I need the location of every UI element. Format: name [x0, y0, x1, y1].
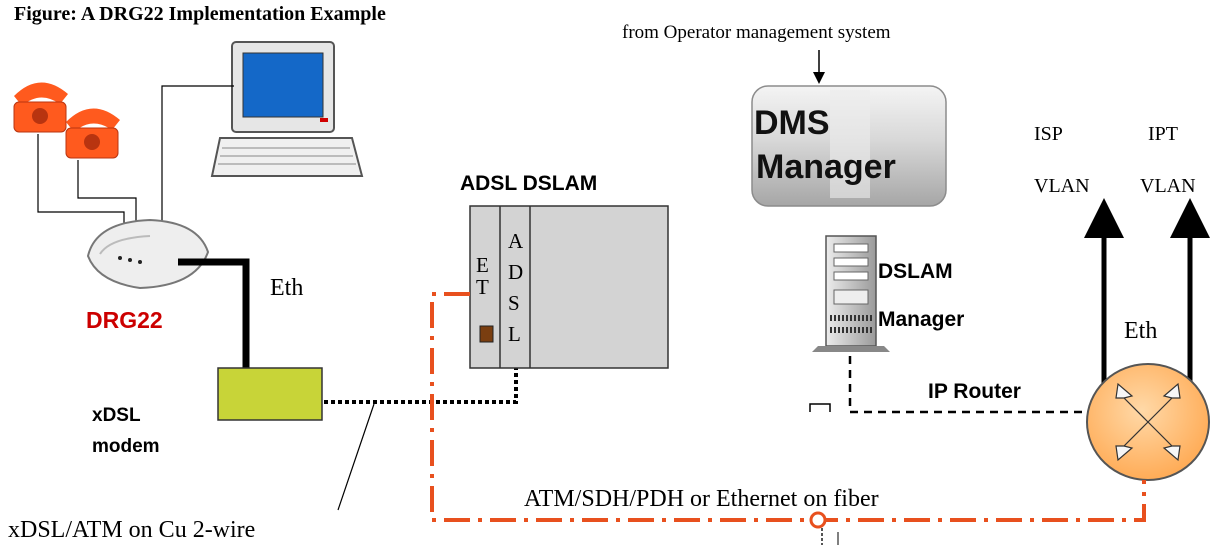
- adsl-letter: L: [508, 322, 521, 346]
- dslam-title: ADSL DSLAM: [460, 172, 597, 195]
- adsl-letter: S: [508, 291, 520, 315]
- dslam-manager-line2: Manager: [878, 308, 964, 331]
- cu-label: xDSL/ATM on Cu 2-wire: [8, 517, 255, 543]
- eth-cable: [178, 258, 250, 368]
- telephone-icon: [13, 82, 68, 133]
- dms-label-line2: Manager: [756, 148, 896, 186]
- fiber-junction: [809, 511, 827, 529]
- et-letter: E: [476, 253, 489, 277]
- dms-label-line1: DMS: [754, 104, 830, 142]
- xdsl-modem-box: [217, 367, 323, 421]
- figure-heading: Figure: A DRG22 Implementation Example: [14, 3, 386, 25]
- phone-wire: [37, 85, 234, 226]
- fiber-label: ATM/SDH/PDH or Ethernet on fiber: [524, 486, 879, 512]
- et-letter: T: [476, 275, 489, 299]
- ipt-label: IPT: [1148, 123, 1178, 145]
- copper-line: [324, 354, 518, 404]
- management-link: [848, 356, 1086, 414]
- server-icon: [812, 235, 890, 352]
- drg22-label: DRG22: [86, 307, 163, 333]
- eth-right-label: Eth: [1124, 318, 1157, 344]
- drg22-device: [86, 218, 210, 290]
- ipt-vlan-label: VLAN: [1140, 175, 1196, 197]
- isp-vlan-label: VLAN: [1034, 175, 1090, 197]
- cu-pointer: [337, 403, 375, 511]
- dslam-manager-line1: DSLAM: [878, 260, 953, 283]
- router-icon: [1086, 363, 1210, 481]
- isp-label: ISP: [1034, 123, 1063, 145]
- dms-manager-box: DMS Manager: [751, 85, 947, 207]
- adsl-dslam-shelf: [469, 205, 669, 369]
- operator-note: from Operator management system: [622, 22, 891, 43]
- computer-icon: [210, 41, 364, 177]
- adsl-letter: D: [508, 260, 523, 284]
- port-bracket: [809, 403, 831, 412]
- modem-label-line2: modem: [92, 436, 160, 457]
- ip-router-label: IP Router: [928, 380, 1021, 403]
- telephone-icon: [65, 108, 120, 159]
- fiber-link: [430, 292, 1146, 522]
- adsl-letter: A: [508, 229, 524, 253]
- eth-left-label: Eth: [270, 275, 303, 301]
- modem-label-line1: xDSL: [92, 405, 141, 426]
